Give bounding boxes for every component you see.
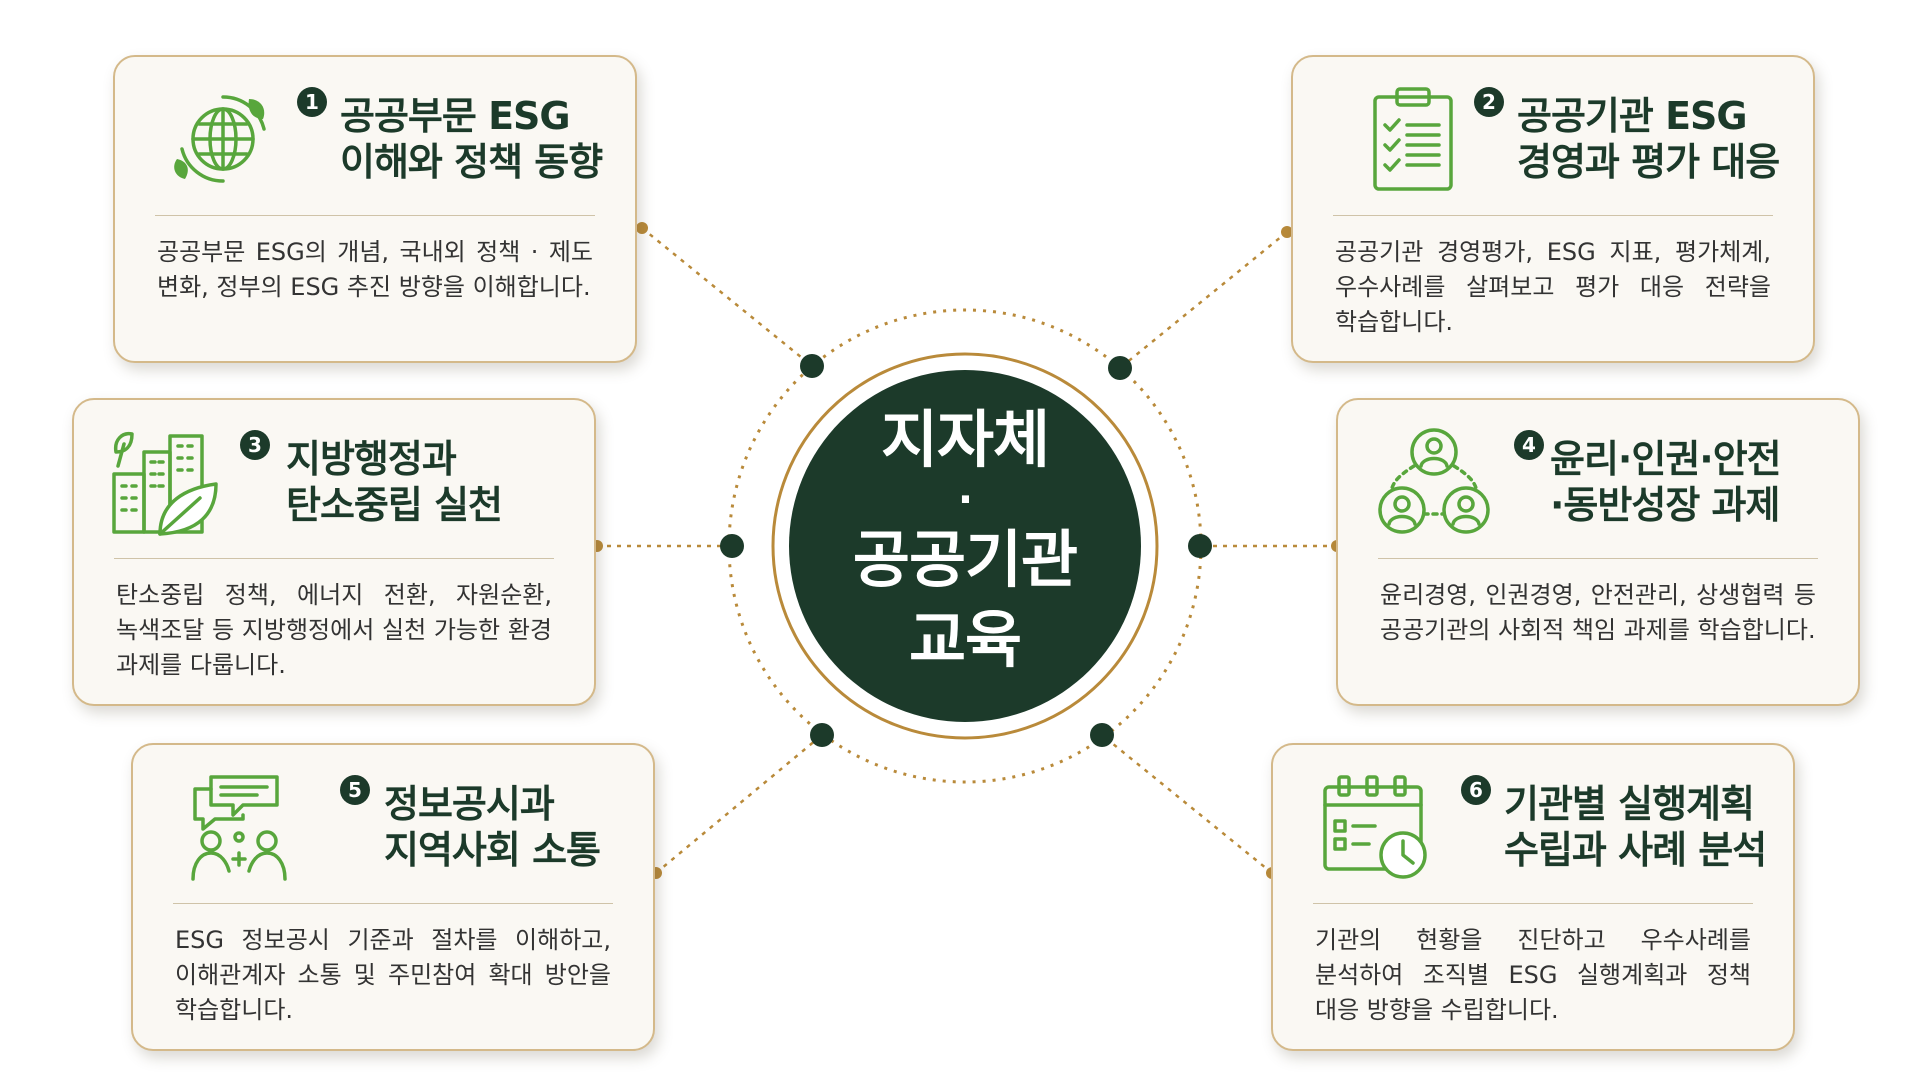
- card-5-divider: [173, 903, 613, 904]
- card-3-divider: [114, 558, 554, 559]
- connector-lines: [597, 227, 1337, 874]
- card-1-title: 공공부문 ESG 이해와 정책 동향: [340, 94, 603, 184]
- card-1-number-badge: 1: [297, 87, 327, 117]
- connector-card-1: [641, 227, 813, 367]
- card-1-divider: [155, 215, 595, 216]
- card-2-divider: [1333, 215, 1773, 216]
- gold-ring: [771, 352, 1159, 740]
- calendar-clock-icon: [1315, 767, 1435, 887]
- card-4-ethics-human-rights: 4 윤리·인권·안전 ·동반성장 과제 윤리경영, 인권경영, 안전관리, 상생…: [1336, 398, 1860, 706]
- people-network-icon: [1374, 422, 1494, 542]
- green-city-icon: [104, 422, 224, 542]
- globe-leaf-icon: [163, 79, 283, 199]
- connector-card-6: [1101, 734, 1273, 874]
- card-6-description: 기관의 현황을 진단하고 우수사례를 분석하여 조직별 ESG 실행계획과 정책…: [1315, 926, 1751, 1024]
- clipboard-checklist-icon: [1353, 79, 1473, 199]
- card-3-description: 탄소중립 정책, 에너지 전환, 자원순환, 녹색조달 등 지방행정에서 실천 …: [116, 581, 552, 679]
- card-3-title: 지방행정과 탄소중립 실천: [286, 437, 503, 527]
- card-5-description: ESG 정보공시 기준과 절차를 이해하고, 이해관계자 소통 및 주민참여 확…: [175, 926, 611, 1024]
- center-title-line-3: 교육: [908, 603, 1022, 676]
- card-2-description: 공공기관 경영평가, ESG 지표, 평가체계, 우수사례를 살펴보고 평가 대…: [1335, 238, 1771, 336]
- connector-card-5: [655, 734, 823, 874]
- card-2-title: 공공기관 ESG 경영과 평가 대응: [1517, 94, 1780, 184]
- card-6-title: 기관별 실행계획 수립과 사례 분석: [1504, 782, 1767, 872]
- card-4-description: 윤리경영, 인권경영, 안전관리, 상생협력 등 공공기관의 사회적 책임 과제…: [1380, 581, 1816, 644]
- connector-card-2: [1119, 231, 1288, 369]
- ring-node-dots: [720, 354, 1212, 747]
- center-title-separator: ·: [957, 477, 973, 523]
- center-title-line-1: 지자체: [880, 403, 1050, 476]
- card-6-number-badge: 6: [1461, 775, 1491, 805]
- center-circle: [789, 370, 1141, 722]
- card-1-public-sector-esg: 1 공공부문 ESG 이해와 정책 동향 공공부문 ESG의 개념, 국내외 정…: [113, 55, 637, 363]
- card-4-title: 윤리·인권·안전 ·동반성장 과제: [1550, 437, 1782, 527]
- card-5-disclosure-communication: 5 정보공시과 지역사회 소통 ESG 정보공시 기준과 절차를 이해하고, 이…: [131, 743, 655, 1051]
- card-4-divider: [1378, 558, 1818, 559]
- card-4-number-badge: 4: [1514, 430, 1544, 460]
- center-title: 지자체 · 공공기관 교육: [815, 400, 1115, 680]
- card-5-title: 정보공시과 지역사회 소통: [384, 782, 601, 872]
- card-6-action-plan: 6 기관별 실행계획 수립과 사례 분석 기관의 현황을 진단하고 우수사례를 …: [1271, 743, 1795, 1051]
- center-title-line-2: 공공기관: [852, 523, 1078, 596]
- communication-people-icon: [181, 767, 301, 887]
- card-2-public-institution-esg: 2 공공기관 ESG 경영과 평가 대응 공공기관 경영평가, ESG 지표, …: [1291, 55, 1815, 363]
- card-2-number-badge: 2: [1474, 87, 1504, 117]
- card-5-number-badge: 5: [340, 775, 370, 805]
- card-1-description: 공공부문 ESG의 개념, 국내외 정책 · 제도 변화, 정부의 ESG 추진…: [157, 238, 593, 301]
- card-6-divider: [1313, 903, 1753, 904]
- card-3-number-badge: 3: [240, 430, 270, 460]
- card-3-carbon-neutrality: 3 지방행정과 탄소중립 실천 탄소중립 정책, 에너지 전환, 자원순환, 녹…: [72, 398, 596, 706]
